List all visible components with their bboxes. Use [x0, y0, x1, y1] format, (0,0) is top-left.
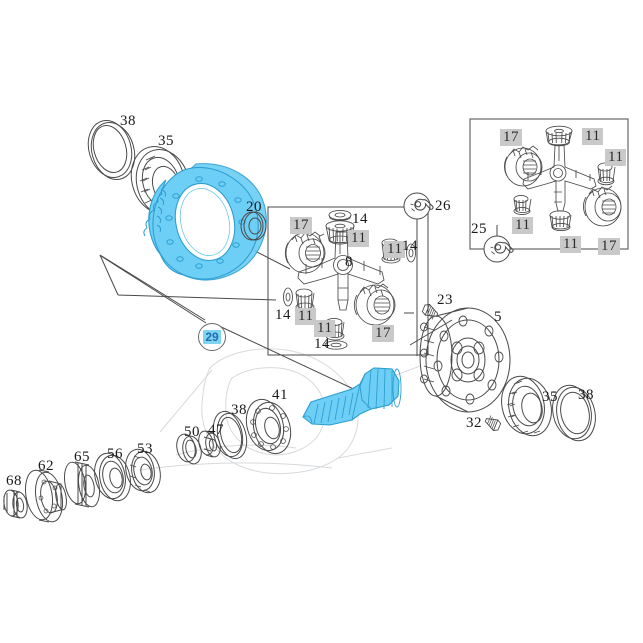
part-label-26: 26: [435, 198, 451, 214]
side-gear-17-left: [284, 231, 326, 274]
callout-29[interactable]: 29: [198, 323, 226, 351]
part-label-11-center-right: 11: [384, 241, 406, 258]
bevel-gear-11-left-alt: [513, 194, 532, 216]
part-label-14-center-bottom: 14: [314, 336, 330, 352]
bevel-gear-11-right-alt: [597, 162, 616, 186]
collapsible-spacer-20: [240, 211, 267, 241]
part-label-17-center-left: 17: [290, 217, 312, 234]
part-label-20: 20: [246, 199, 262, 215]
differential-spider-cross-alt: [522, 144, 597, 212]
part-label-8-center: 8: [345, 254, 353, 270]
part-label-38: 38: [120, 113, 136, 129]
part-label-41: 41: [272, 387, 288, 403]
part-label-14-center-top: 14: [352, 211, 368, 227]
part-label-11-center-left: 11: [295, 308, 317, 325]
bevel-gear-11-top-alt: [545, 125, 573, 147]
tapered-bearing-35-top: [130, 146, 191, 217]
side-gear-17-right: [353, 283, 396, 326]
bevel-gear-11-bottom-alt: [549, 210, 572, 232]
part-label-17-right-left: 17: [500, 129, 522, 146]
bolt-32: [482, 413, 503, 433]
thrust-washer-14-left: [283, 287, 293, 307]
leader-lines: [100, 205, 556, 393]
part-label-11-right-bottom: 11: [560, 236, 582, 253]
part-label-17-right-right: 17: [598, 238, 620, 255]
part-label-47: 47: [208, 422, 224, 438]
ring-gear-highlighted: [143, 163, 267, 281]
part-label-14-center-right: 14: [402, 238, 418, 254]
part-label-53: 53: [137, 441, 153, 457]
flange-62: [24, 469, 67, 523]
part-label-17-center-right: 17: [372, 325, 394, 342]
part-label-32: 32: [466, 415, 482, 431]
part-label-56: 56: [107, 446, 123, 462]
part-label-5: 5: [494, 309, 502, 325]
part-label-38-right: 38: [578, 387, 594, 403]
base-plane-lines: [99, 254, 277, 321]
part-label-11-right-top: 11: [582, 128, 604, 145]
part-label-25: 25: [471, 221, 487, 237]
part-label-11-right-right: 11: [605, 149, 627, 166]
part-label-35: 35: [158, 133, 174, 149]
wrench-icon-25: [483, 235, 514, 263]
bearing-41: [245, 398, 292, 455]
thrust-washer-14-top: [328, 209, 352, 221]
part-label-11-center-top: 11: [348, 230, 370, 247]
side-gear-17-right-alt: [583, 185, 622, 227]
sleeve-65: [63, 461, 101, 508]
part-label-68: 68: [6, 473, 22, 489]
wrench-icon-26: [403, 192, 434, 220]
part-label-35-right: 35: [542, 389, 558, 405]
nut-68: [3, 489, 28, 519]
part-label-11-right-left: 11: [512, 217, 534, 234]
differential-spider-cross: [297, 231, 385, 311]
right-detail-box-border: [469, 118, 629, 250]
part-label-23: 23: [437, 292, 453, 308]
part-label-38-bottom: 38: [231, 402, 247, 418]
part-label-50: 50: [184, 424, 200, 440]
part-label-14-center-left: 14: [275, 307, 291, 323]
part-label-65: 65: [74, 449, 90, 465]
drive-pinion-shaft-highlighted: [302, 367, 402, 426]
callout-29-number: 29: [203, 330, 221, 344]
side-gear-17-left-alt: [504, 145, 543, 187]
part-label-62: 62: [38, 458, 54, 474]
part-label-11-center-bottom: 11: [314, 320, 336, 337]
tapered-bearing-35-right: [501, 375, 552, 437]
ghost-housing-outline: [139, 348, 421, 474]
